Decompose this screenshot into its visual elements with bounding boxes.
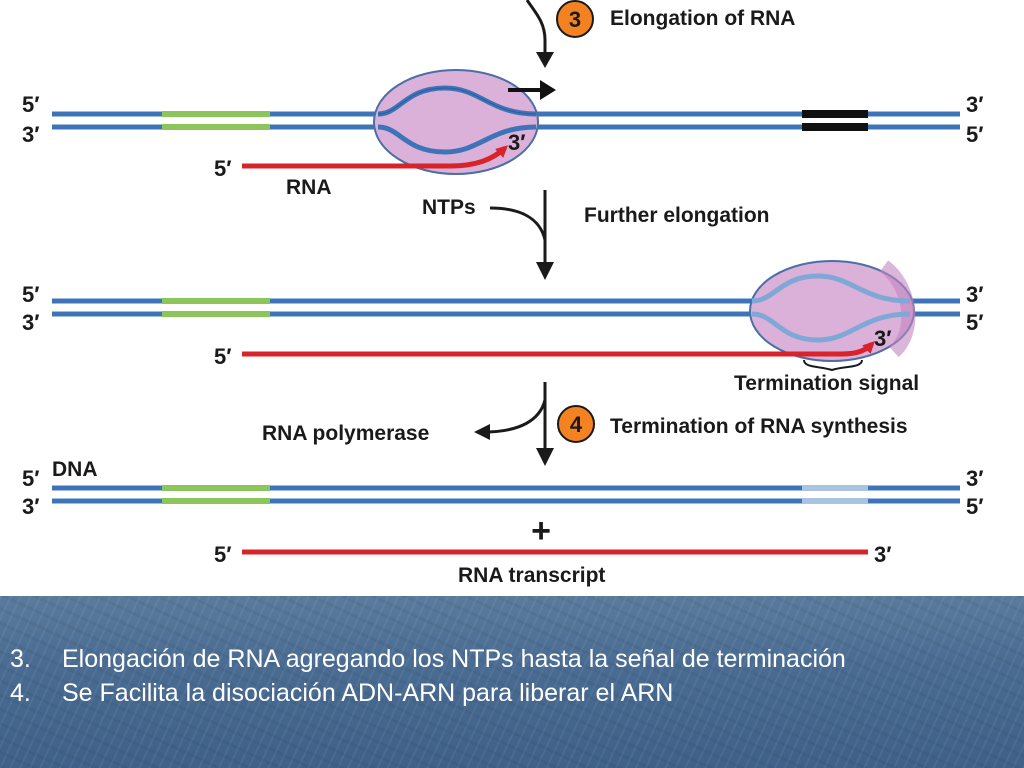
dna-bottom-5prime-label: 5′ <box>966 122 984 147</box>
ntps-label: NTPs <box>422 196 476 219</box>
rna2-5prime-label: 5′ <box>214 344 232 369</box>
rna-3prime-label: 3′ <box>508 130 526 155</box>
note-text: Se Facilita la disociación ADN-ARN para … <box>62 679 674 707</box>
promoter2-bottom <box>162 311 270 317</box>
terminator-bottom <box>802 123 868 131</box>
notes-panel: 3. Elongación de RNA agregando los NTPs … <box>0 596 1024 768</box>
dna3-bottom-5prime-label: 5′ <box>966 494 984 519</box>
rna-polymerase-label: RNA polymerase <box>262 422 429 445</box>
panel-elongation: 5′ 3′ 3′ 5′ 5′ 3′ RNA <box>22 69 984 199</box>
panel-texture <box>0 596 1024 768</box>
rna-5prime-label: 5′ <box>214 156 232 181</box>
transcription-diagram: strand 3 Elongation of RNA 5′ 3′ 3′ 5′ 5… <box>22 0 984 587</box>
rna2-3prime-label: 3′ <box>874 326 892 351</box>
dna2-top-5prime-label: 5′ <box>22 282 40 307</box>
dna3-top-3prime-label: 3′ <box>966 466 984 491</box>
promoter2-top <box>162 298 270 304</box>
step-3-arrow <box>525 0 554 68</box>
step-4-number: 4 <box>570 412 583 437</box>
dna-bottom-3prime-label: 3′ <box>22 122 40 147</box>
step-4-title: Termination of RNA synthesis <box>610 415 908 438</box>
rna-strand-1 <box>242 145 508 169</box>
panel-further-elongation: 5′ 3′ 3′ 5′ 5′ 3′ Termination signal <box>22 260 984 395</box>
rna3-3prime-label: 3′ <box>874 542 892 567</box>
dna3-top-5prime-label: 5′ <box>22 466 40 491</box>
promoter3-bottom <box>162 498 270 504</box>
step-3-number: 3 <box>569 7 581 32</box>
promoter-bottom <box>162 124 270 130</box>
note-number: 3. <box>10 645 31 673</box>
notes-list: 3. Elongación de RNA agregando los NTPs … <box>0 642 846 710</box>
further-elongation-arrow <box>489 190 554 280</box>
terminator-top <box>802 110 868 118</box>
terminator3-bottom <box>802 498 868 504</box>
rna-transcript-label: RNA transcript <box>458 564 605 587</box>
strand-label-fragment: strand <box>48 0 115 5</box>
note-text: Elongación de RNA agregando los NTPs has… <box>62 645 846 673</box>
dna2-top-3prime-label: 3′ <box>966 282 984 307</box>
rna-strand-2 <box>242 341 875 357</box>
direction-arrow <box>508 80 556 100</box>
further-elongation-label: Further elongation <box>584 204 770 227</box>
step-4-arrow <box>474 382 554 466</box>
dna-top-5prime-label: 5′ <box>22 92 40 117</box>
dna3-bottom-3prime-label: 3′ <box>22 494 40 519</box>
step-3-title: Elongation of RNA <box>610 7 795 30</box>
dna-top-3prime-label: 3′ <box>966 92 984 117</box>
note-number: 4. <box>10 679 31 707</box>
rna-polymerase-1 <box>373 69 539 175</box>
dna-label: DNA <box>52 458 98 481</box>
panel-termination: 5′ 3′ DNA 3′ 5′ + 5′ 3′ RNA transcript <box>22 458 984 587</box>
dna2-bottom-3prime-label: 3′ <box>22 310 40 335</box>
step-4-badge: 4 <box>557 405 595 443</box>
promoter3-top <box>162 485 270 491</box>
note-item: 4. Se Facilita la disociación ADN-ARN pa… <box>0 676 846 710</box>
note-item: 3. Elongación de RNA agregando los NTPs … <box>0 642 846 676</box>
step-3-badge: 3 <box>556 0 594 38</box>
promoter-top <box>162 111 270 117</box>
terminator3-top <box>802 485 868 491</box>
dna2-bottom-5prime-label: 5′ <box>966 310 984 335</box>
termination-signal-brace <box>803 359 863 372</box>
termination-signal-label: Termination signal <box>734 372 919 395</box>
rna-label: RNA <box>286 176 332 199</box>
rna3-5prime-label: 5′ <box>214 542 232 567</box>
plus-sign: + <box>531 512 551 550</box>
